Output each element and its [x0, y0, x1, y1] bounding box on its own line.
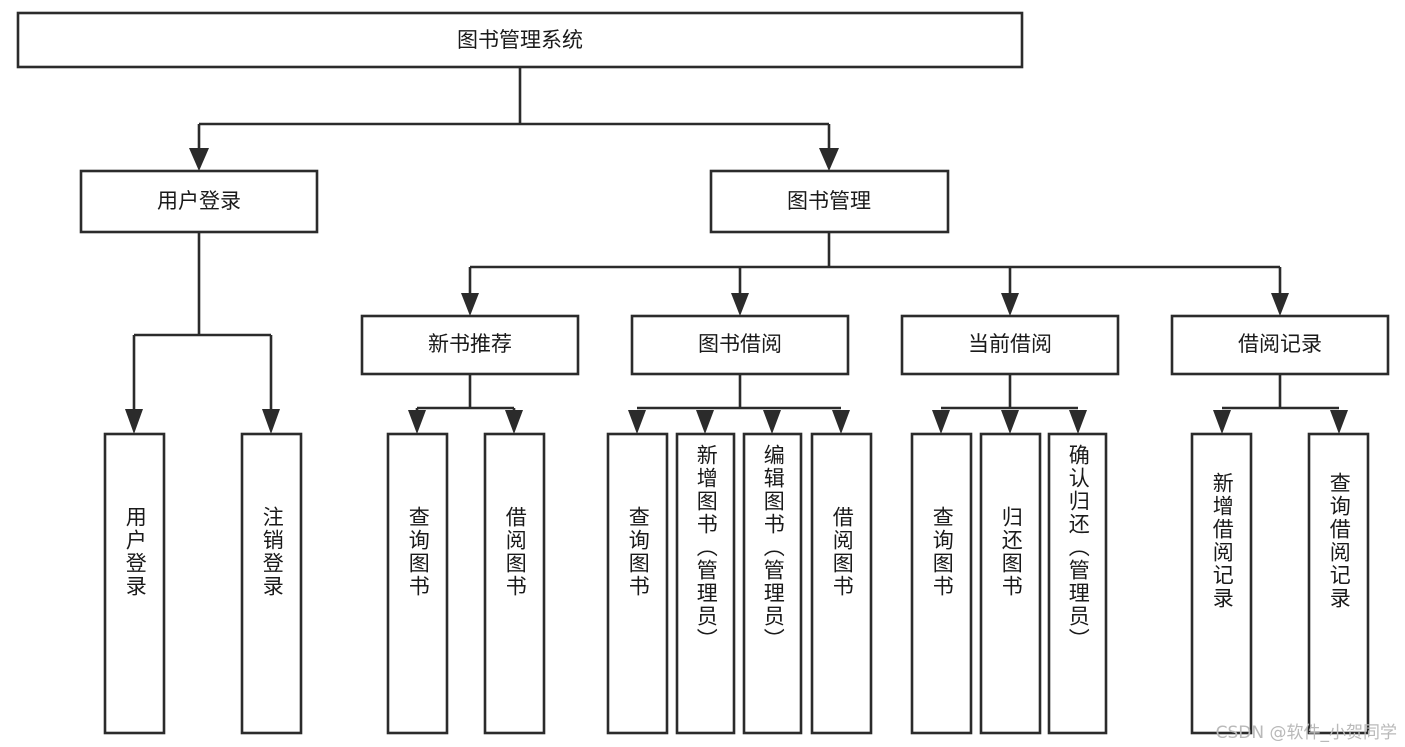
node-new-book-recommend[interactable]: 新书推荐 — [360, 314, 580, 376]
node-book-borrow-label: 图书借阅 — [698, 332, 782, 356]
node-root[interactable]: 图书管理系统 — [16, 11, 1024, 69]
node-book-manage-label: 图书管理 — [787, 189, 871, 213]
arrowhead-leaf-query-book-2 — [628, 410, 646, 434]
node-borrow-record-label: 借阅记录 — [1238, 332, 1322, 356]
arrowhead-leaf-logout — [262, 409, 280, 434]
arrowhead-book-borrow — [731, 293, 749, 316]
node-current-borrow-label: 当前借阅 — [968, 332, 1052, 356]
node-book-manage-box[interactable] — [709, 169, 950, 234]
leaf-box-query-book-1[interactable] — [386, 432, 449, 735]
leaf-box-return-book[interactable] — [979, 432, 1042, 735]
leaf-boxes — [103, 432, 1370, 735]
leaf-box-user-login[interactable] — [103, 432, 166, 735]
node-book-borrow[interactable]: 图书借阅 — [630, 314, 850, 376]
node-borrow-record-box[interactable] — [1170, 314, 1390, 376]
arrowhead-leaf-query-record — [1330, 410, 1348, 434]
connector-book-manage-to-level3 — [461, 232, 1289, 316]
connector-borrow-record-to-leaves — [1213, 374, 1348, 434]
arrowhead-leaf-borrow-book-2 — [832, 410, 850, 434]
connector-new-book-recommend-to-leaves — [408, 374, 523, 434]
arrowhead-leaf-borrow-book-1 — [505, 410, 523, 434]
node-current-borrow-box[interactable] — [900, 314, 1120, 376]
leaf-box-logout[interactable] — [240, 432, 303, 735]
node-book-manage[interactable]: 图书管理 — [709, 169, 950, 234]
arrowhead-leaf-add-book — [696, 410, 714, 434]
arrowhead-leaf-user-login — [125, 409, 143, 434]
leaf-box-query-book-3[interactable] — [910, 432, 973, 735]
leaf-box-borrow-book-2[interactable] — [810, 432, 873, 735]
arrowhead-borrow-record — [1271, 293, 1289, 316]
leaf-box-edit-book[interactable] — [742, 432, 803, 735]
arrowhead-leaf-return-book — [1001, 410, 1019, 434]
node-root-label: 图书管理系统 — [457, 28, 583, 52]
leaf-box-query-book-2[interactable] — [606, 432, 669, 735]
connector-root-to-level2 — [189, 68, 839, 171]
leaf-box-borrow-book-1[interactable] — [483, 432, 546, 735]
leaf-box-query-record[interactable] — [1307, 432, 1370, 735]
node-book-borrow-box[interactable] — [630, 314, 850, 376]
arrowhead-leaf-query-book-1 — [408, 410, 426, 434]
connector-current-borrow-to-leaves — [932, 374, 1087, 434]
arrowhead-leaf-add-record — [1213, 410, 1231, 434]
arrowhead-leaf-edit-book — [763, 410, 781, 434]
arrowhead-leaf-query-book-3 — [932, 410, 950, 434]
node-current-borrow[interactable]: 当前借阅 — [900, 314, 1120, 376]
arrowhead-new-book-recommend — [461, 293, 479, 316]
node-user-login[interactable]: 用户登录 — [79, 169, 319, 234]
arrowhead-leaf-confirm-return — [1069, 410, 1087, 434]
leaf-box-add-book[interactable] — [675, 432, 736, 735]
arrowhead-current-borrow — [1001, 293, 1019, 316]
leaf-box-confirm-return[interactable] — [1047, 432, 1108, 735]
arrowhead-user-login — [189, 148, 209, 171]
connector-book-borrow-to-leaves — [628, 374, 850, 434]
leaf-box-add-record[interactable] — [1190, 432, 1253, 735]
connector-user-login-to-leaves — [125, 232, 280, 434]
node-user-login-label: 用户登录 — [157, 189, 241, 213]
arrowhead-book-manage — [819, 148, 839, 171]
node-borrow-record[interactable]: 借阅记录 — [1170, 314, 1390, 376]
node-user-login-box[interactable] — [79, 169, 319, 234]
watermark-text: CSDN @软件_小贺同学 — [1215, 723, 1397, 743]
node-new-book-recommend-box[interactable] — [360, 314, 580, 376]
node-root-box[interactable] — [16, 11, 1024, 69]
node-new-book-recommend-label: 新书推荐 — [428, 332, 512, 356]
